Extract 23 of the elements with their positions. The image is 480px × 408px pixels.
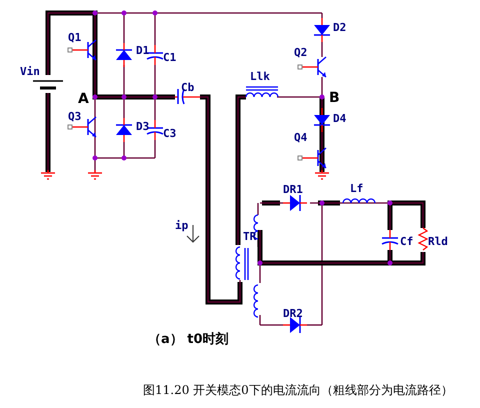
component-label: C3 [163,128,176,139]
component-label: D4 [333,113,346,124]
figure-caption: 图11.20 开关模态0下的电流流向（粗线部分为电流路径） [143,384,453,396]
component-label: Q3 [68,111,82,122]
component-label: Q2 [294,47,308,58]
component-label: Q1 [68,32,82,43]
component-label: C1 [163,52,176,63]
component-label: ip [175,220,188,231]
component-label: Cb [181,82,194,93]
subfigure-label: （a） t0时刻 [148,333,229,346]
component-label: DR2 [283,308,303,319]
component-label: Cf [400,236,414,247]
node-label: A [78,92,89,106]
component-label: Q4 [294,132,308,143]
component-label: Llk [250,71,270,82]
component-label: DR1 [283,184,303,195]
component-label: Vin [20,66,40,77]
component-label: D3 [136,121,150,132]
component-label: D1 [136,45,150,56]
node-label: B [329,91,340,105]
component-label: D2 [333,22,346,33]
component-label: Rld [428,236,448,247]
component-label: Lf [350,183,364,194]
